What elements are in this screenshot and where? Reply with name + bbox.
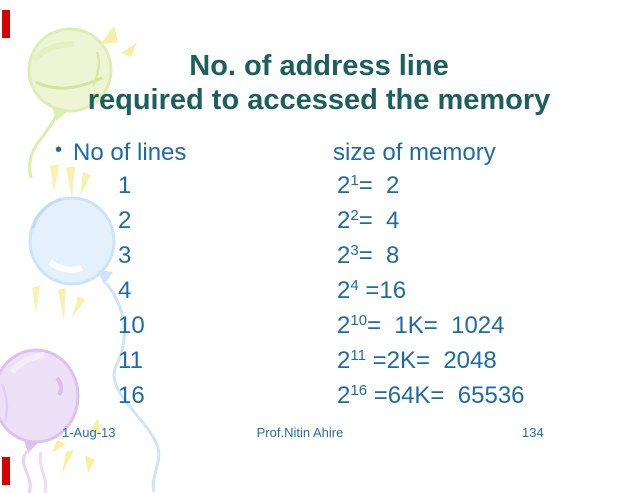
exponent: 10 bbox=[350, 312, 368, 329]
memory-size-value: 24 =16 bbox=[337, 277, 407, 304]
green-balloon-icon bbox=[27, 27, 113, 179]
slide-footer: 1-Aug-13 Prof.Nitin Ahire 134 bbox=[0, 425, 638, 445]
purple-balloon-icon bbox=[0, 348, 80, 493]
exponent: 2 bbox=[350, 207, 359, 224]
lines-value: 4 bbox=[118, 277, 132, 304]
lines-value: 2 bbox=[118, 207, 132, 234]
table-row: 10 210= 1K= 1024 bbox=[0, 312, 638, 347]
slide-title: No. of address line required to accessed… bbox=[0, 49, 638, 117]
table-row: 16 216 =64K= 65536 bbox=[0, 382, 638, 417]
blue-balloon-icon bbox=[28, 196, 161, 493]
memory-size-value: 216 =64K= 65536 bbox=[337, 382, 525, 409]
memory-size-value: 23= 8 bbox=[337, 242, 400, 269]
title-line-2: required to accessed the memory bbox=[87, 84, 551, 116]
exponent: 16 bbox=[350, 382, 368, 399]
sparkle-icon bbox=[100, 26, 137, 57]
table-row: 1 21= 2 bbox=[0, 172, 638, 207]
footer-page-number: 134 bbox=[522, 425, 544, 440]
sparkle-icon bbox=[50, 164, 91, 198]
header-size-of-memory: size of memory bbox=[333, 139, 496, 166]
header-no-of-lines: No of lines bbox=[73, 139, 187, 166]
column-header-row: • No of lines size of memory bbox=[0, 139, 638, 174]
table-row: 2 22= 4 bbox=[0, 207, 638, 242]
red-accent-bar-bottom bbox=[2, 457, 10, 485]
exponent: 11 bbox=[350, 347, 366, 364]
memory-size-value: 22= 4 bbox=[337, 207, 400, 234]
lines-value: 16 bbox=[118, 382, 145, 409]
memory-size-value: 210= 1K= 1024 bbox=[337, 312, 505, 339]
memory-size-value: 21= 2 bbox=[337, 172, 400, 199]
footer-author: Prof.Nitin Ahire bbox=[256, 425, 344, 440]
footer-date: 1-Aug-13 bbox=[62, 425, 116, 440]
lines-value: 10 bbox=[118, 312, 145, 339]
red-accent-bar-top bbox=[2, 10, 10, 38]
exponent: 1 bbox=[350, 172, 359, 189]
table-row: 4 24 =16 bbox=[0, 277, 638, 312]
table-row: 3 23= 8 bbox=[0, 242, 638, 277]
title-line-1: No. of address line bbox=[189, 50, 449, 82]
bullet-icon: • bbox=[55, 139, 63, 161]
exponent: 3 bbox=[350, 242, 359, 259]
lines-value: 1 bbox=[118, 172, 132, 199]
table-row: 11 211 =2K= 2048 bbox=[0, 347, 638, 382]
exponent: 4 bbox=[350, 277, 359, 294]
lines-value: 11 bbox=[118, 347, 143, 374]
memory-size-value: 211 =2K= 2048 bbox=[337, 347, 497, 374]
lines-value: 3 bbox=[118, 242, 132, 269]
sparkle-icon bbox=[52, 418, 101, 474]
sparkle-icon bbox=[32, 285, 85, 322]
